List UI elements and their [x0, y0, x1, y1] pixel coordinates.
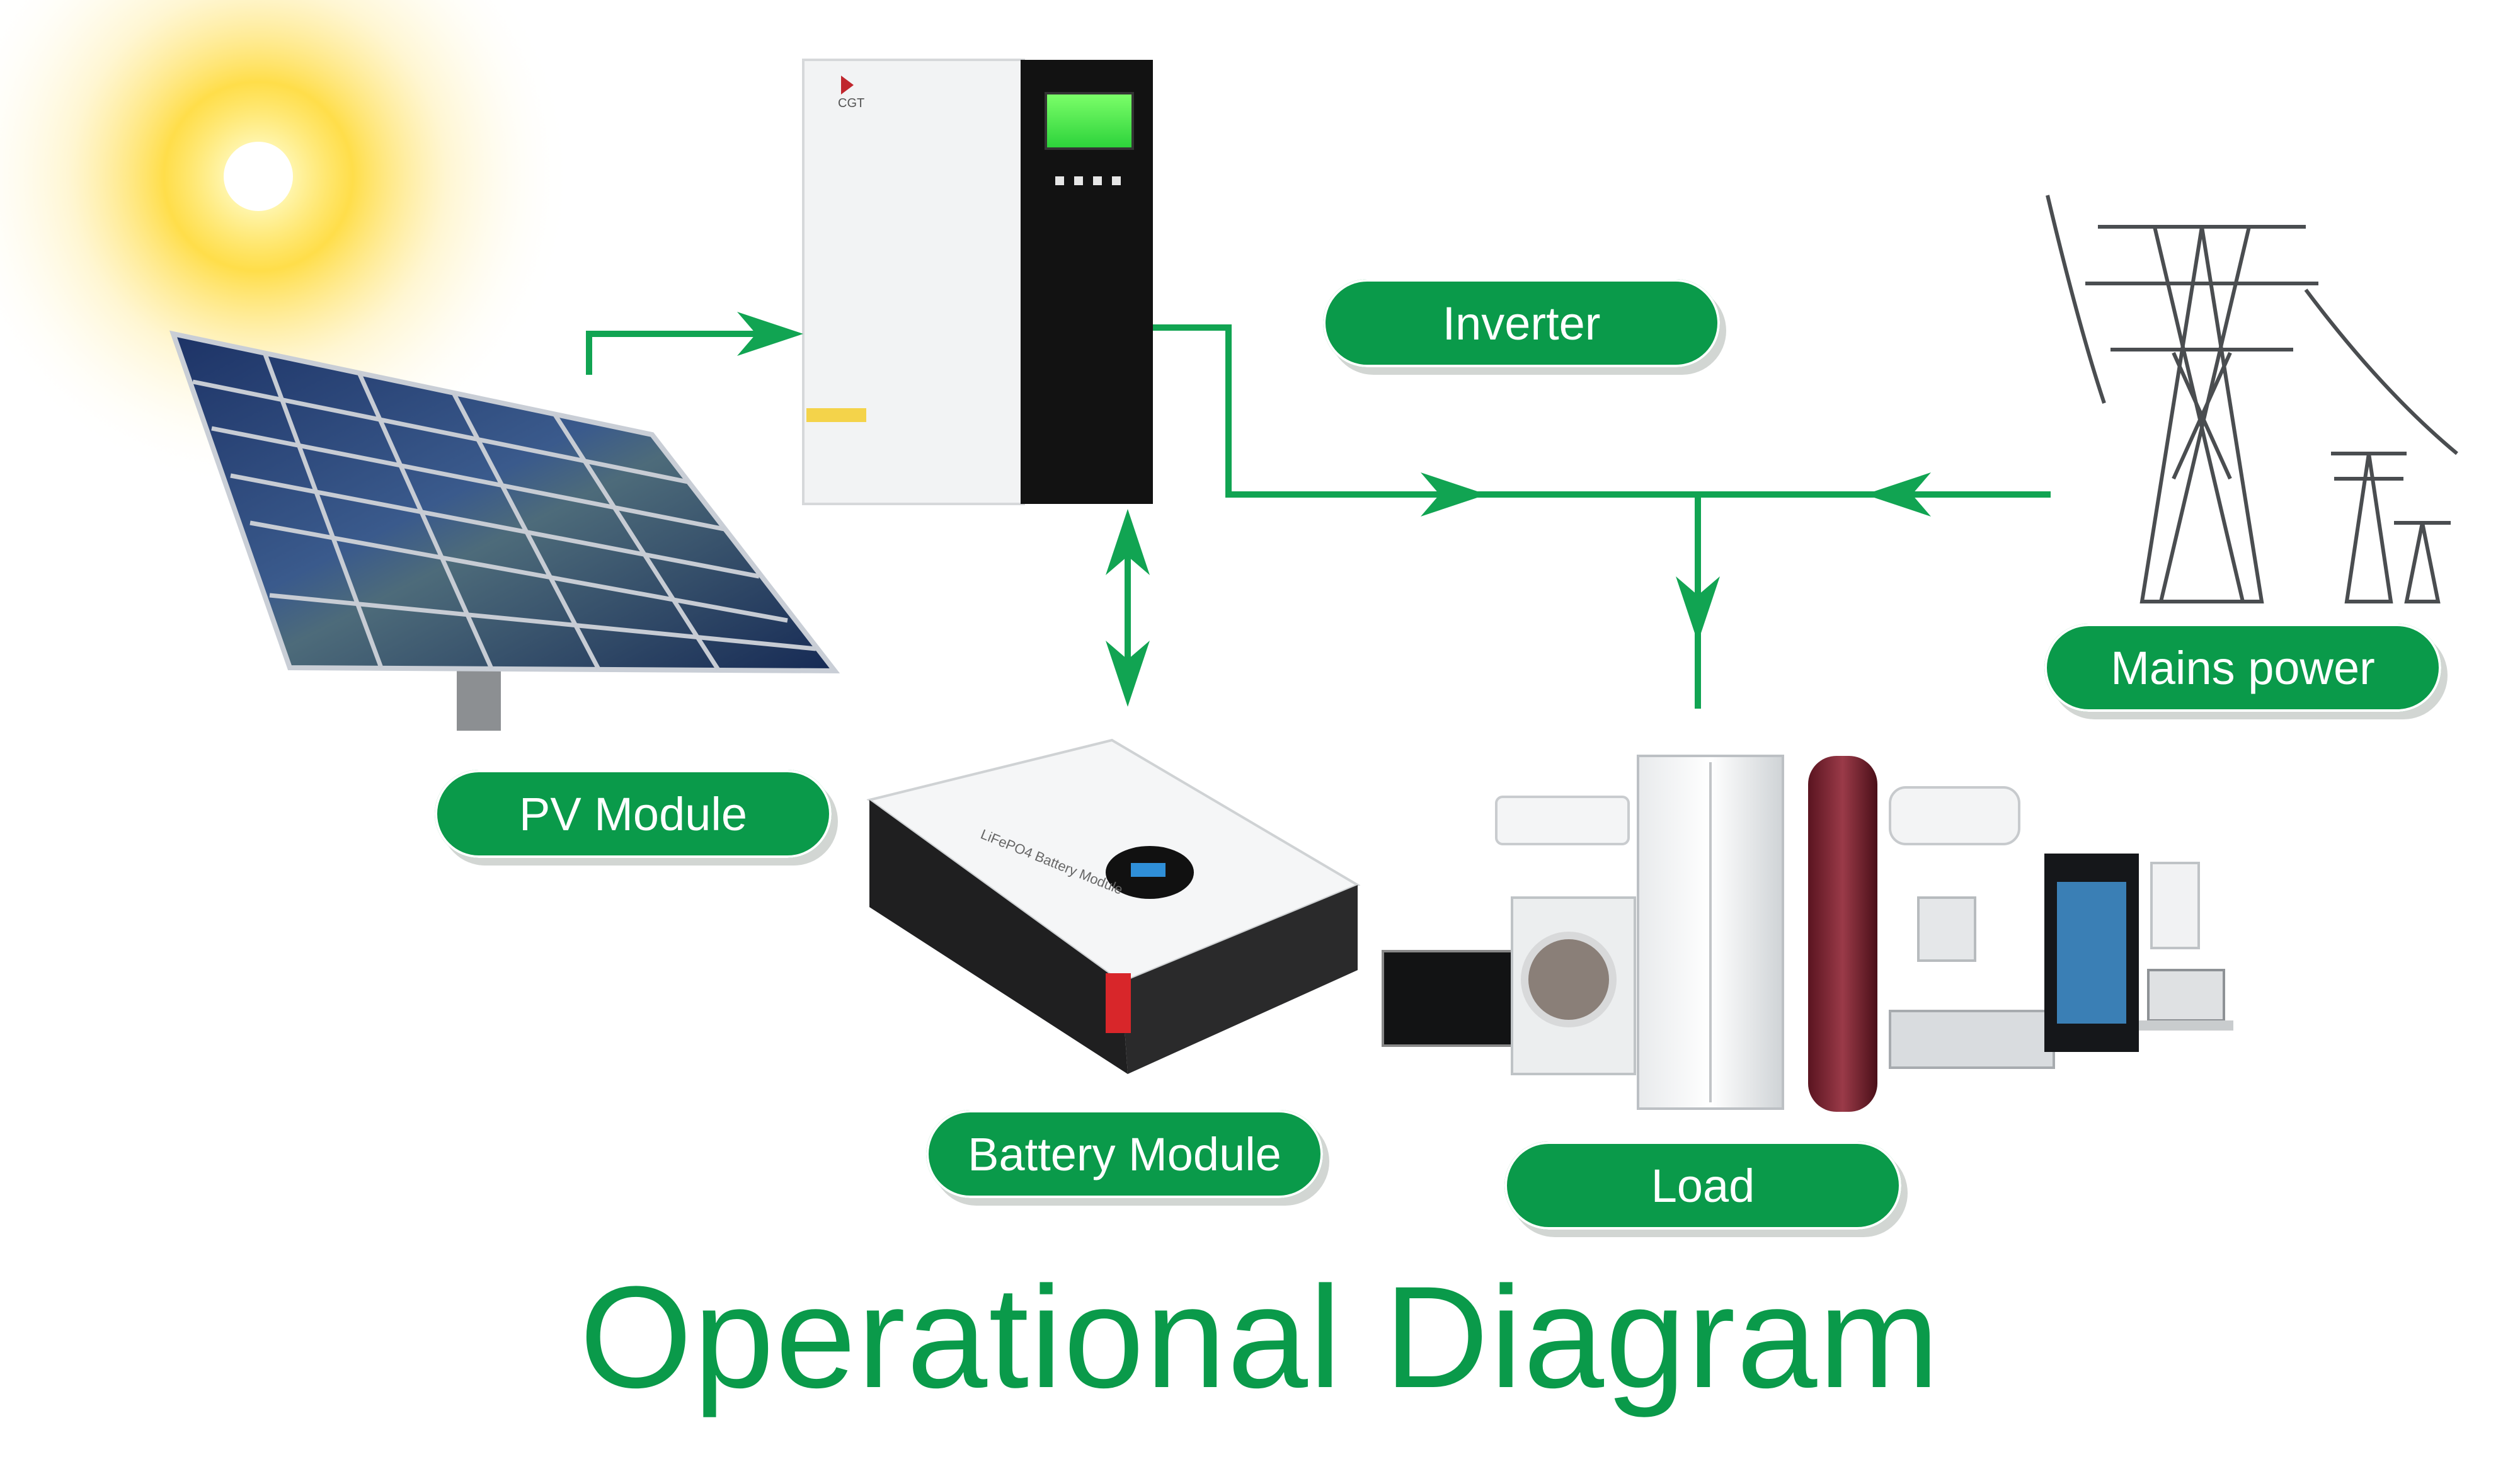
arrowheads [737, 312, 1931, 707]
load-down-arrowhead [1676, 576, 1720, 643]
pv-module-label: PV Module [435, 770, 832, 858]
battery-icon: LiFePO4 Battery Module [866, 738, 1361, 1074]
inverter-icon: CGT [802, 59, 1153, 505]
battery-module-label: Battery Module [926, 1110, 1323, 1198]
pv-to-inverter-line [586, 331, 781, 375]
pv-inverter-arrowhead [737, 312, 803, 356]
battery-up-arrowhead [1106, 509, 1150, 575]
mains-left-arrowhead [1865, 472, 1931, 517]
power-tower-icon [2046, 195, 2458, 603]
inverter-label: Inverter [1323, 279, 1720, 367]
mains-power-label: Mains power [2044, 624, 2441, 712]
solar-panel-icon [169, 330, 840, 731]
inverter-brand: CGT [838, 96, 864, 110]
appliances-icon [1382, 755, 2233, 1112]
sun-icon [0, 0, 573, 491]
inverter-to-bus-line [1153, 324, 1468, 498]
diagram-title: Operational Diagram [579, 1256, 1941, 1418]
bus-right-arrowhead [1421, 472, 1487, 517]
load-label: Load [1504, 1141, 1901, 1230]
battery-down-arrowhead [1106, 641, 1150, 707]
